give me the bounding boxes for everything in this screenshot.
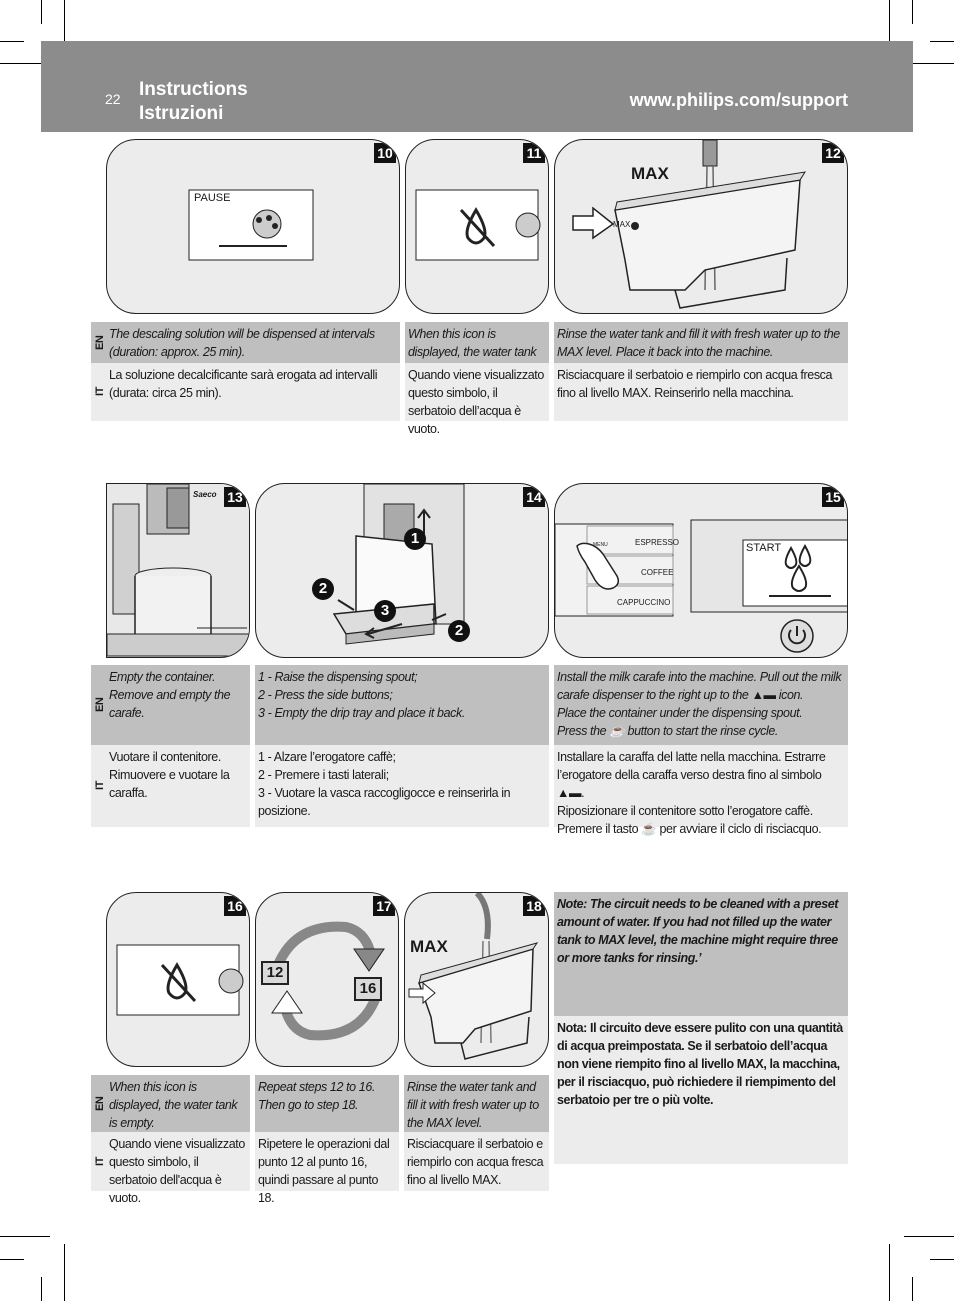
crop-mark — [912, 1277, 913, 1301]
panel-18: MAX 18 — [404, 892, 549, 1067]
panel-11: 11 — [405, 139, 549, 314]
page-header: 22 Instructions Istruzioni www.philips.c… — [41, 41, 913, 132]
text-it-13: IT Vuotare il contenitore. Rimuovere e v… — [91, 745, 250, 827]
title-en: Instructions — [139, 79, 248, 100]
text-it-11: Quando viene visualizzato questo simbolo… — [405, 363, 549, 436]
note-en: Note: The circuit needs to be cleaned wi… — [554, 892, 848, 1016]
text-it-15: Installare la caraffa del latte nella ma… — [554, 745, 848, 836]
support-url: www.philips.com/support — [629, 90, 848, 110]
machine-container-illustration — [107, 484, 249, 657]
crop-mark — [930, 41, 954, 42]
crop-mark — [0, 1259, 24, 1260]
menu-espresso: ESPRESSO — [635, 538, 680, 547]
text-en-14: 1 - Raise the dispensing spout; 2 - Pres… — [255, 665, 549, 745]
text-it-17: Ripetere le operazioni dal punto 12 al p… — [255, 1132, 399, 1205]
text-it-12: Risciacquare il serbatoio e riempirlo co… — [554, 363, 848, 421]
step-marker-2-right: 2 — [448, 620, 470, 642]
note-it: Nota: Il circuito deve essere pulito con… — [554, 1016, 848, 1164]
lang-label-en: EN — [94, 1096, 106, 1111]
text-en-17: Repeat steps 12 to 16. Then go to step 1… — [255, 1075, 399, 1132]
panel-12: MAX MAX 12 — [554, 139, 848, 314]
panel-13: Saeco 13 — [106, 483, 250, 658]
panel-14: 1 2 3 2 14 — [255, 483, 549, 658]
water-tank-fill-illustration — [408, 893, 539, 1060]
crop-mark — [904, 1236, 954, 1237]
crop-mark — [0, 63, 50, 64]
text-en-16: EN When this icon is displayed, the wate… — [91, 1075, 250, 1132]
lang-label-en: EN — [94, 697, 106, 713]
step-number: 10 — [374, 143, 396, 163]
spout-drip-tray-illustration — [332, 484, 465, 645]
page-number: 22 — [105, 91, 121, 107]
step-number: 17 — [373, 896, 395, 916]
menu-button-label: MENU — [593, 542, 608, 548]
step-marker-2-left: 2 — [312, 578, 334, 600]
text-it-14: 1 - Alzare l’erogatore caffè; 2 - Premer… — [255, 745, 549, 827]
crop-mark — [0, 41, 24, 42]
panel-17: 12 16 17 — [255, 892, 399, 1067]
step-number: 12 — [822, 143, 844, 163]
crop-mark — [889, 0, 890, 60]
text-en-11: When this icon is displayed, the water t… — [405, 322, 549, 377]
text-en-10: EN The descaling solution will be dispen… — [91, 322, 400, 363]
title-it: Istruzioni — [139, 103, 224, 124]
panel-15: ESPRESSO COFFEE CAPPUCCINO MENU START 15 — [554, 483, 848, 658]
menu-cappuccino: CAPPUCCINO — [617, 598, 671, 607]
step-marker-3: 3 — [374, 600, 396, 622]
brand-logo: Saeco — [193, 490, 217, 499]
lang-label-en: EN — [94, 335, 106, 350]
text-it-16: IT Quando viene visualizzato questo simb… — [91, 1132, 250, 1205]
lang-label-it: IT — [94, 1157, 106, 1166]
tank-max-mark: MAX — [613, 220, 631, 229]
crop-mark — [64, 0, 65, 60]
crop-mark — [930, 1259, 954, 1260]
text-it-18: Risciacquare il serbatoio e riempirlo co… — [404, 1132, 549, 1191]
step-number: 13 — [224, 487, 246, 507]
dispenser-icon: ▲▬ — [557, 786, 582, 800]
max-label: MAX — [410, 937, 448, 956]
lang-label-it: IT — [94, 781, 106, 791]
empty-tank-display-illustration — [415, 189, 541, 261]
step-marker-1: 1 — [404, 528, 426, 550]
dispenser-icon: ▲▬ — [751, 688, 776, 702]
panel-16: 16 — [106, 892, 250, 1067]
text-en-13: EN Empty the container. Remove and empty… — [91, 665, 250, 745]
step-box-16: 16 — [354, 977, 382, 1001]
empty-tank-display-illustration — [116, 944, 244, 1016]
display-pause-illustration — [188, 189, 314, 261]
step-number: 18 — [523, 896, 545, 916]
text-en-18: Rinse the water tank and fill it with fr… — [404, 1075, 549, 1132]
max-label: MAX — [631, 164, 669, 183]
screen-text-start: START — [746, 542, 782, 554]
crop-mark — [0, 1236, 50, 1237]
text-en-15: Install the milk carafe into the machine… — [554, 665, 848, 745]
lang-label-it: IT — [94, 387, 106, 397]
screen-text-pause: PAUSE — [194, 192, 231, 204]
panel-10: PAUSE 10 — [106, 139, 400, 314]
menu-cup-icon: ☕ — [609, 724, 625, 738]
menu-button-press-illustration — [555, 519, 847, 653]
step-box-12: 12 — [261, 961, 289, 985]
crop-mark — [41, 0, 42, 24]
text-en-12: Rinse the water tank and fill it with fr… — [554, 322, 848, 363]
crop-mark — [64, 1244, 65, 1301]
crop-mark — [41, 1277, 42, 1301]
step-number: 14 — [523, 487, 545, 507]
text-it-10: IT La soluzione decalcificante sarà erog… — [91, 363, 400, 421]
menu-coffee: COFFEE — [641, 568, 674, 577]
crop-mark — [904, 63, 954, 64]
crop-mark — [889, 1244, 890, 1301]
crop-mark — [912, 0, 913, 24]
step-number: 15 — [822, 487, 844, 507]
step-number: 11 — [523, 143, 545, 163]
step-number: 16 — [224, 896, 246, 916]
water-tank-fill-illustration — [572, 140, 807, 309]
repeat-cycle-arrows — [271, 921, 385, 1041]
menu-cup-icon: ☕ — [641, 822, 657, 836]
